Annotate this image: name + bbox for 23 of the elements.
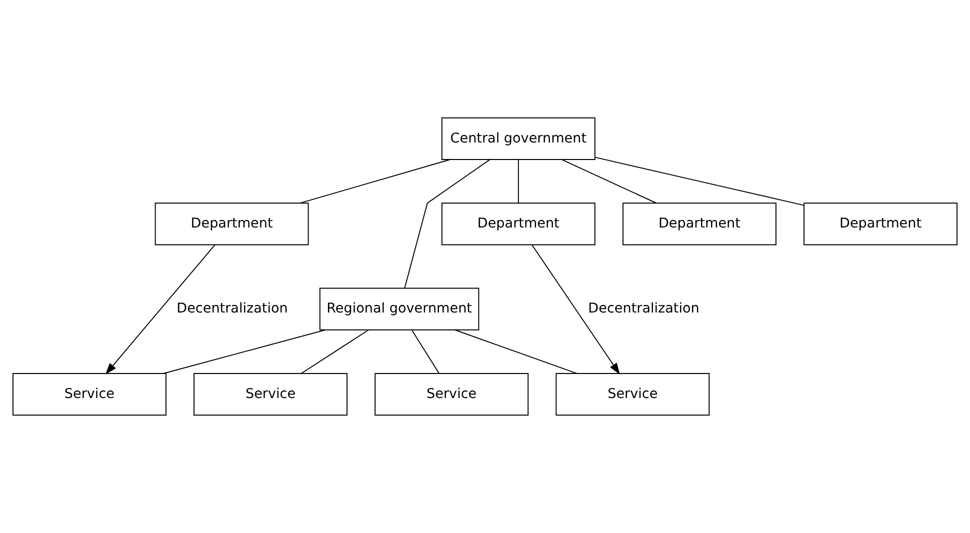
node-box: Department xyxy=(441,202,596,246)
edge-label: Decentralization xyxy=(176,300,288,317)
connector xyxy=(518,159,519,204)
arrow xyxy=(105,244,216,374)
connector xyxy=(404,159,490,289)
node-box: Department xyxy=(622,202,776,246)
connector xyxy=(454,330,578,374)
node-box: Central government xyxy=(441,117,596,160)
node-box: Service xyxy=(556,373,710,416)
connector xyxy=(411,330,440,374)
node-box: Service xyxy=(12,373,166,416)
connector xyxy=(561,159,657,204)
connector xyxy=(594,156,804,206)
connector xyxy=(301,330,369,374)
arrow xyxy=(531,244,620,375)
node-box: Regional government xyxy=(319,288,480,330)
node-box: Service xyxy=(194,373,348,416)
connector xyxy=(162,330,326,374)
node-box: Service xyxy=(374,373,529,416)
node-box: Department xyxy=(804,202,958,246)
node-box: Department xyxy=(154,202,309,246)
connector xyxy=(300,159,450,204)
edge-label: Decentralization xyxy=(588,300,700,317)
